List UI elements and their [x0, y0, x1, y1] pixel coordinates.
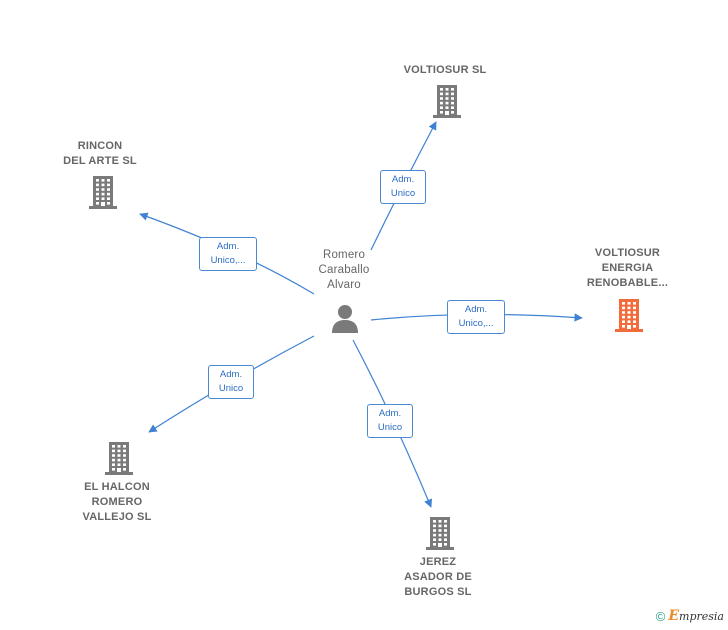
company-label-line: EL HALCON: [84, 481, 150, 493]
edge-label-line: Adm.: [378, 408, 402, 419]
company-label-jerez-asador-de-burgos-sl[interactable]: JEREZ ASADOR DE BURGOS SL: [383, 555, 493, 600]
building-icon[interactable]: [104, 441, 134, 475]
company-label-line: RENOBABLE...: [586, 277, 669, 289]
person-icon[interactable]: [329, 302, 361, 334]
brand-logo: Empresia: [668, 608, 724, 624]
edge-label-line: Unico,...: [210, 255, 246, 266]
company-label-line: JEREZ: [419, 556, 457, 568]
edge-label-line: Unico: [218, 383, 244, 394]
building-icon[interactable]: [432, 84, 462, 118]
edge-label-line: Unico: [377, 422, 403, 433]
company-label-voltiosur-energia[interactable]: VOLTIOSUR ENERGIA RENOBABLE...: [570, 246, 685, 291]
company-label-voltiosur-sl[interactable]: VOLTIOSUR SL: [385, 63, 505, 78]
edge-label-jerez-asador-de-burgos-sl[interactable]: Adm. Unico: [367, 404, 413, 438]
building-icon[interactable]: [88, 175, 118, 209]
company-label-line: VALLEJO SL: [82, 511, 152, 523]
company-label-line: ROMERO: [91, 496, 143, 508]
edge-label-voltiosur-sl[interactable]: Adm. Unico: [380, 170, 426, 204]
center-person-name[interactable]: Romero Caraballo Alvaro: [300, 248, 388, 293]
company-label-line: ASADOR DE: [404, 571, 472, 583]
center-name-line: Caraballo: [318, 264, 370, 276]
brand-initial: E: [668, 608, 680, 624]
center-name-line: Romero: [322, 249, 366, 261]
company-label-line: BURGOS SL: [404, 586, 472, 598]
edge-label-rincon-del-arte-sl[interactable]: Adm. Unico,...: [199, 237, 257, 271]
company-label-line: DEL ARTE SL: [63, 155, 137, 167]
company-label-line: VOLTIOSUR: [594, 247, 661, 259]
edge-label-el-halcon-romero-vallejo-sl[interactable]: Adm. Unico: [208, 365, 254, 399]
edges-layer: [139, 121, 583, 508]
edge-label-line: Adm.: [216, 241, 240, 252]
building-icon[interactable]: [425, 516, 455, 550]
footer-brand[interactable]: © Empresia: [656, 608, 724, 624]
edge-label-line: Unico: [390, 188, 416, 199]
company-label-line: VOLTIOSUR SL: [403, 64, 487, 76]
edge-label-voltiosur-energia[interactable]: Adm. Unico,...: [447, 300, 505, 334]
copyright-icon: ©: [655, 608, 666, 624]
brand-rest: mpresia: [679, 610, 724, 623]
edge-label-line: Adm.: [464, 304, 488, 315]
edge-label-line: Adm.: [219, 369, 243, 380]
company-label-line: RINCON: [77, 140, 123, 152]
company-label-rincon-del-arte-sl[interactable]: RINCON DEL ARTE SL: [45, 139, 155, 169]
edge-label-line: Unico,...: [458, 318, 494, 329]
building-icon[interactable]: [614, 298, 644, 332]
edge-label-line: Adm.: [391, 174, 415, 185]
company-label-el-halcon-romero-vallejo-sl[interactable]: EL HALCON ROMERO VALLEJO SL: [62, 480, 172, 525]
center-name-line: Alvaro: [327, 279, 361, 291]
company-label-line: ENERGIA: [601, 262, 654, 274]
